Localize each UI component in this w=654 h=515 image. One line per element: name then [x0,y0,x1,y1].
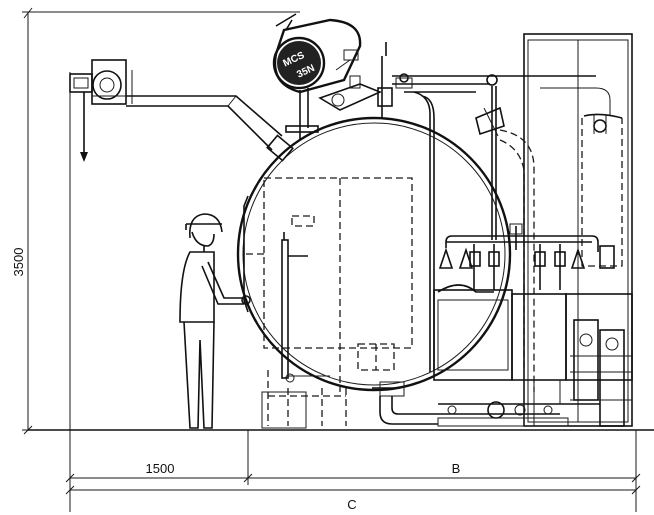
boiler-length-dimension-label: B [452,461,461,476]
combustion-fan [69,59,136,162]
gas-train [318,42,596,372]
bottom-dimensions: 1500 B C [65,72,641,512]
air-duct [126,95,294,162]
water-level-gauge [281,232,330,383]
height-dimension-label: 3500 [11,248,26,277]
boiler-shell [236,116,512,392]
height-dimension: 3500 [11,7,300,435]
deaerator-vessel [523,33,633,427]
boiler-supports [261,381,438,429]
overall-length-dimension-label: C [347,497,356,512]
feed-pump-manifold [433,235,633,381]
pump-units [570,319,632,427]
burner-head: MCS 35N [272,13,362,133]
blowdown-piping [437,380,600,427]
valve-row [438,223,615,290]
operator-figure [179,213,251,429]
steam-pipe [475,86,611,392]
clearance-dimension-label: 1500 [146,461,175,476]
furnace-hidden-lines [244,177,413,426]
